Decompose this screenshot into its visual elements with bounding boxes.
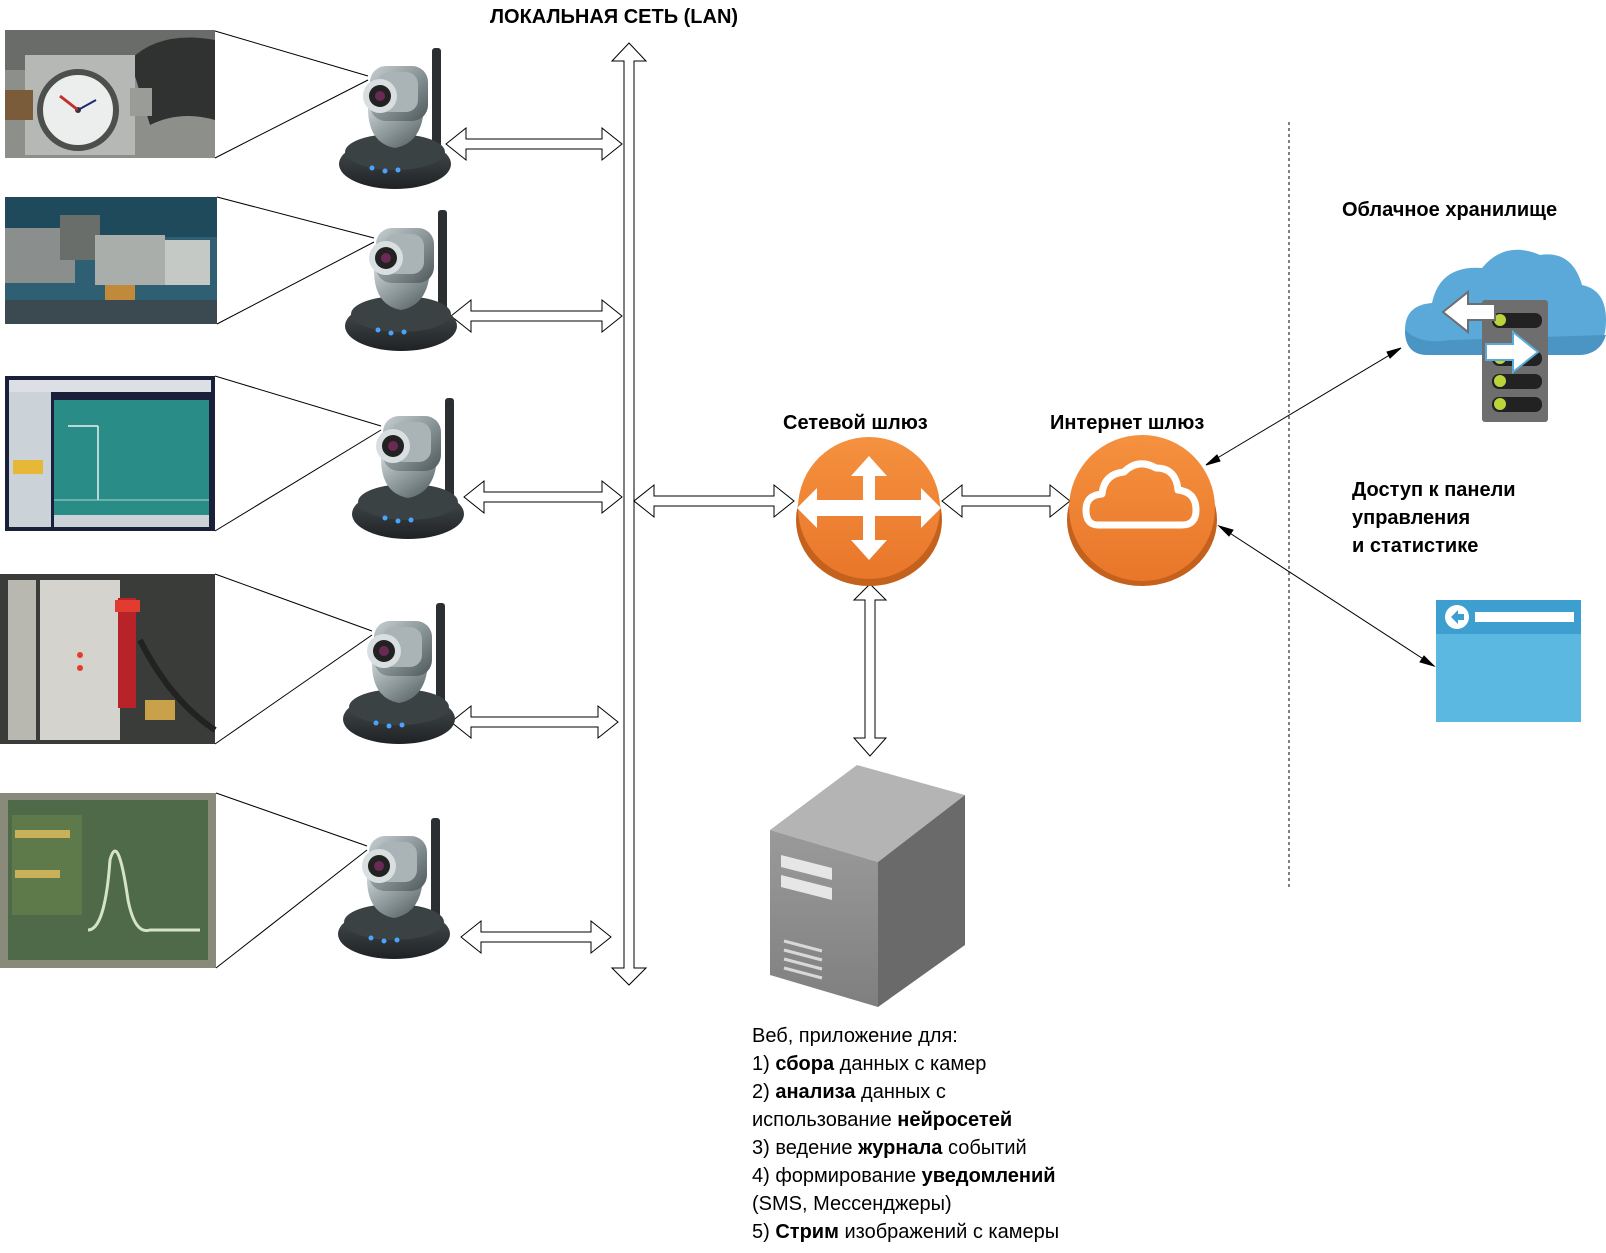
description-text: данных с [855,1081,946,1103]
pressure-gauge-photo [5,30,215,158]
description-keyword: журнала [858,1137,943,1159]
description-text: 3) ведение [752,1137,859,1159]
description-keyword: нейросетей [897,1109,1013,1131]
ip-camera-icon-3 [352,398,464,539]
router-icon [796,437,942,586]
ip-camera-icon-4 [343,603,455,744]
description-line-2: 1) сбора данных с камер [752,1050,1059,1078]
pipe-sensor-photo [5,197,217,324]
description-text: использование [752,1109,898,1131]
ip-camera-icon-2 [345,210,457,351]
description-text: событий [942,1137,1027,1159]
description-text: 2) [752,1081,776,1103]
cloud-storage-label: Облачное хранилище [1342,199,1558,221]
description-text: 1) [752,1053,776,1075]
internet-gateway-label: Интернет шлюз [1050,412,1205,434]
camera-view-lines [214,30,382,969]
description-line-1: Веб, приложение для: [752,1022,1059,1050]
access-label-line-1: Доступ к панели [1352,479,1516,501]
dashboard-window-icon [1436,600,1581,722]
access-label-line-3: и статистике [1352,535,1479,557]
description-keyword: анализа [775,1081,856,1103]
description-line-3: 2) анализа данных с [752,1078,1059,1106]
ip-camera-icon-1 [339,48,451,189]
description-keyword: сбора [775,1053,835,1075]
camera-lan-arrows [445,126,623,955]
description-text: данных с камер [834,1053,987,1075]
network-gateway-label: Сетевой шлюз [783,412,928,434]
lan-bus-arrow [610,42,648,986]
description-text: изображений с камеры [838,1221,1060,1243]
access-label-line-2: управления [1352,507,1471,529]
description-text: 4) формирование [752,1165,922,1187]
description-keyword: уведомлений [921,1165,1056,1187]
dashboard-access-label: Доступ к панели управления и статистике [1352,476,1516,560]
ip-camera-icon-5 [338,818,450,959]
description-line-8: 5) Стрим изображений с камеры [752,1218,1059,1246]
description-line-5: 3) ведение журнала событий [752,1134,1059,1162]
cloud-storage-icon [1405,249,1606,422]
lan-title: ЛОКАЛЬНАЯ СЕТЬ (LAN) [490,6,739,28]
description-line-4: использование нейросетей [752,1106,1059,1134]
web-app-description: Веб, приложение для: 1) сбора данных с ка… [752,1022,1059,1246]
equipment-rack-photo [0,574,217,744]
description-keyword: Стрим [775,1221,839,1243]
description-text: Веб, приложение для: [752,1025,958,1047]
description-line-6: 4) формирование уведомлений [752,1162,1059,1190]
cloud-links [1205,347,1436,668]
description-text: (SMS, Мессенджеры) [752,1193,952,1215]
server-icon [770,765,965,1007]
software-screen-photo [5,376,215,531]
description-text: 5) [752,1221,776,1243]
internet-gateway-icon [1067,435,1217,586]
oscilloscope-screen-photo [0,793,216,968]
description-line-7: (SMS, Мессенджеры) [752,1190,1059,1218]
